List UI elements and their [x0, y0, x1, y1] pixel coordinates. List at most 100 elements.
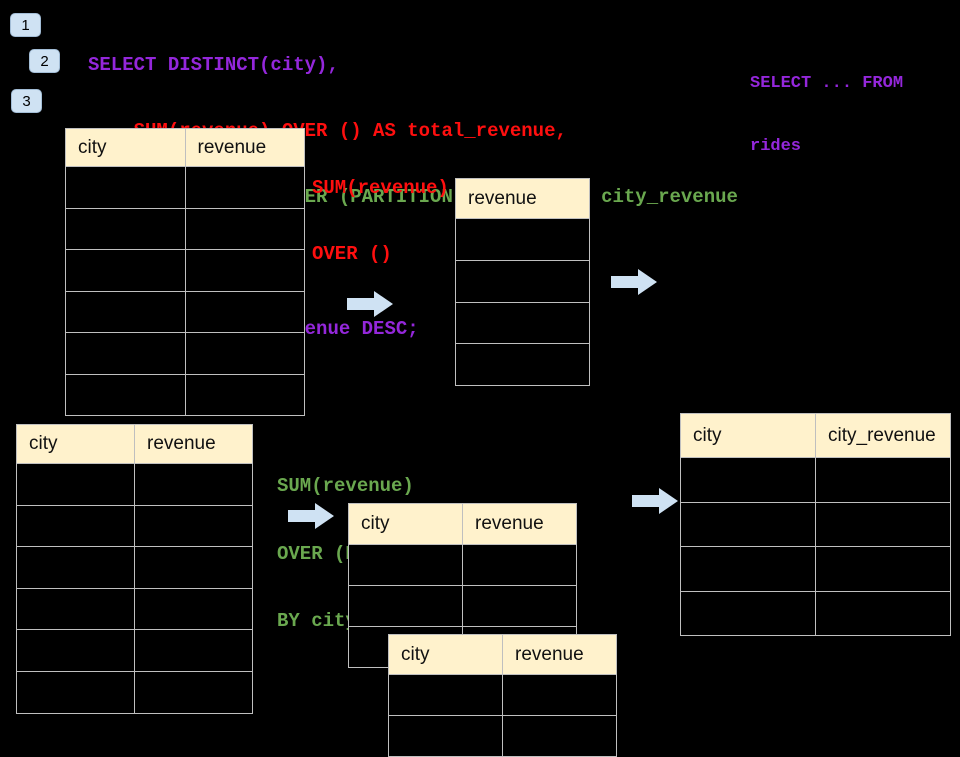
table-cell-empty [456, 219, 590, 261]
table-cell-empty [17, 588, 135, 631]
table-row [66, 374, 305, 416]
table-cell-empty [135, 630, 253, 672]
table-row [389, 716, 617, 757]
total-annotation-line-2: OVER () [312, 243, 392, 265]
table-header-row: revenue [456, 179, 590, 219]
table-cell-empty [185, 333, 305, 375]
table-cell-empty [389, 675, 503, 716]
flow-arrow-right-icon [347, 291, 393, 317]
step-badge-1: 1 [10, 13, 41, 37]
table-header-row: city revenue [349, 504, 577, 545]
table-cell-empty [185, 250, 305, 292]
table-cell-empty [816, 502, 951, 547]
column-header-revenue: revenue [185, 129, 305, 167]
table-result: city city_revenue [680, 413, 951, 636]
step-badge-3: 3 [11, 89, 42, 113]
column-header-city: city [17, 425, 135, 464]
table-cell-empty [681, 458, 816, 503]
table-row [456, 302, 590, 345]
table-cell-empty [185, 167, 305, 209]
total-annotation-line-1: SUM(revenue) [312, 177, 449, 199]
table-cell-empty [456, 344, 590, 387]
table-row [17, 505, 253, 548]
column-header-city-revenue: city_revenue [816, 414, 951, 458]
table-cell-empty [185, 208, 305, 250]
table-row [389, 675, 617, 716]
table-row [17, 464, 253, 506]
column-header-city: city [349, 504, 463, 545]
table-source-top: city revenue [65, 128, 305, 416]
table-row [349, 586, 577, 627]
step-badge-1-label: 1 [21, 16, 30, 34]
table-cell-empty [185, 291, 305, 333]
table-cell-empty [681, 502, 816, 547]
table-cell-empty [503, 675, 617, 716]
table-row [681, 591, 951, 636]
table-cell-empty [389, 716, 503, 757]
table-partition-b: city revenue [388, 634, 617, 757]
partition-annotation-line-1: SUM(revenue) [277, 475, 414, 497]
table-cell-empty [66, 208, 186, 250]
table-cell-empty [17, 464, 135, 506]
table-cell-empty [66, 250, 186, 292]
table-cell-empty [349, 545, 463, 586]
table-cell-empty [816, 458, 951, 503]
table-header-row: city city_revenue [681, 414, 951, 458]
table-row [66, 291, 305, 333]
table-cell-empty [135, 547, 253, 589]
flow-arrow-right-icon [288, 503, 334, 529]
table-source-bottom: city revenue [16, 424, 253, 714]
table-row [681, 547, 951, 592]
table-cell-empty [66, 374, 186, 416]
table-row [17, 630, 253, 672]
table-cell-empty [681, 591, 816, 636]
table-row [349, 545, 577, 586]
table-cell-empty [17, 505, 135, 548]
sql-code-line-1: SELECT DISTINCT(city), [88, 54, 339, 76]
table-header-row: city revenue [66, 129, 305, 167]
table-row [66, 167, 305, 209]
flow-arrow-right-icon [611, 269, 657, 295]
table-cell-empty [17, 630, 135, 672]
table-cell-empty [135, 588, 253, 631]
table-row [17, 547, 253, 589]
table-cell-empty [17, 547, 135, 589]
table-total-revenue: revenue [455, 178, 590, 387]
table-cell-empty [816, 591, 951, 636]
table-header-row: city revenue [389, 635, 617, 675]
side-note-line-1: SELECT ... FROM [750, 74, 904, 93]
table-cell-empty [185, 374, 305, 416]
table-row [17, 588, 253, 631]
table-row [456, 344, 590, 387]
column-header-city: city [66, 129, 186, 167]
column-header-city: city [389, 635, 503, 675]
table-row [681, 502, 951, 547]
table-row [681, 458, 951, 503]
total-revenue-annotation: SUM(revenue) OVER () [312, 133, 449, 287]
side-note-from-rides: SELECT ... FROM rides [750, 31, 903, 178]
table-cell-empty [816, 547, 951, 592]
table-cell-empty [66, 291, 186, 333]
table-row [66, 250, 305, 292]
slide-canvas: { "slide": { "colors": { "purple": "#942… [10, 13, 951, 757]
table-row [17, 671, 253, 714]
table-cell-empty [135, 505, 253, 548]
column-header-city: city [681, 414, 816, 458]
table-cell-empty [66, 167, 186, 209]
column-header-revenue: revenue [463, 504, 577, 545]
step-badge-2: 2 [29, 49, 60, 73]
table-cell-empty [349, 586, 463, 627]
column-header-revenue: revenue [503, 635, 617, 675]
table-row [456, 260, 590, 303]
table-cell-empty [681, 547, 816, 592]
table-cell-empty [456, 302, 590, 345]
flow-arrow-right-icon [632, 488, 678, 514]
table-cell-empty [135, 464, 253, 506]
table-cell-empty [135, 671, 253, 714]
column-header-revenue: revenue [135, 425, 253, 464]
step-badge-2-label: 2 [40, 52, 49, 70]
table-cell-empty [17, 671, 135, 714]
table-row [66, 333, 305, 375]
table-cell-empty [463, 545, 577, 586]
step-badge-3-label: 3 [22, 92, 31, 110]
